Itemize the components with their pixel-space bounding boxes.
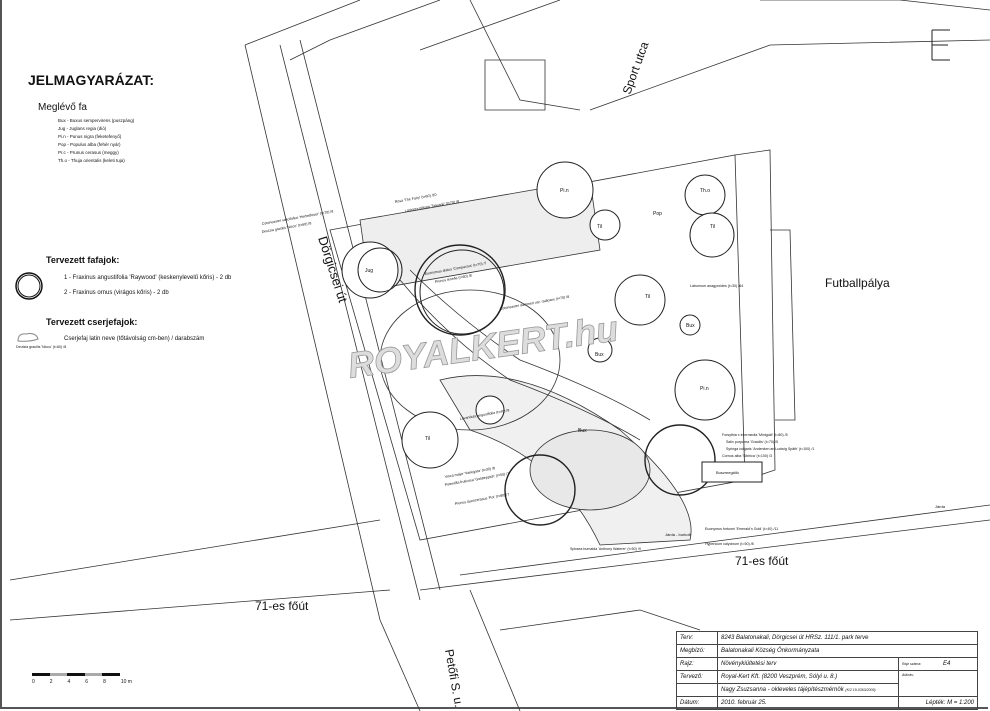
tree-symbol: [689, 212, 735, 258]
scale-tick: 0: [32, 679, 35, 685]
tree-label: Bux: [686, 323, 695, 329]
tree-symbol: [684, 174, 726, 216]
street-sport: Sport utca: [620, 40, 652, 96]
label: Rajz:: [676, 657, 718, 671]
north-arrow-icon: [931, 29, 950, 61]
tree-label: Pi.n: [700, 386, 709, 392]
plant-label: Salix purpurea 'Gracilis' (t=70) /5: [726, 440, 778, 444]
tree-label: Til: [597, 224, 602, 230]
plant-label: Rosa 'The Fairy' (t=60) /10: [394, 193, 436, 204]
scale-tick: 4: [67, 679, 71, 685]
legend: JELMAGYARÁZAT: Meglévő fa Bux - Buxus se…: [28, 72, 154, 165]
label: Tervező:: [676, 670, 718, 684]
designer-company: Royal-Kert Kft. (8200 Veszprém, Sólyi u.…: [717, 670, 899, 684]
list-item: Pi.n - Punus nigra (feketefenyő): [58, 134, 122, 139]
label: Terv:: [676, 631, 718, 645]
scale-tick: 6: [85, 679, 89, 685]
street-71-right: 71-es főút: [735, 554, 789, 568]
existing-trees-heading: Meglévő fa: [38, 102, 87, 113]
planned-tree: [419, 249, 505, 335]
list-item: Th.o - Thuja orientalis (keleti tuja): [58, 158, 125, 163]
title-block: Terv:8243 Balatonakali, Dörgicsei út HRS…: [676, 631, 978, 710]
tree-symbol: [589, 209, 621, 241]
tree-label: Til: [645, 294, 650, 300]
tree-label: Pop: [653, 211, 662, 217]
plant-label: Prunus tenella (t=60) /8: [434, 274, 472, 284]
date: 2010. február 25.: [717, 696, 899, 710]
plant-label: Syringa vulgaris 'Andenken an Ludwig Spä…: [726, 447, 814, 451]
tree-symbol-icon: [15, 272, 43, 300]
tree-label: Til: [710, 224, 715, 230]
designer-reg: (K/2 19-0363/2009): [845, 688, 876, 692]
project-name: 8243 Balatonakali, Dörgicsei út HRSz. 11…: [717, 631, 978, 645]
scale-tick: 10 m: [120, 679, 132, 685]
planned-tree: [414, 244, 506, 336]
sheet-number: E4: [942, 661, 951, 667]
sheet-caption: Rajz száma:: [902, 662, 922, 666]
drawing-type: Növénykiültetési terv: [717, 657, 899, 671]
planned-trees-heading: Tervezett fafajok:: [46, 255, 120, 265]
tree-symbol: [341, 241, 399, 299]
trees: [341, 161, 763, 526]
tree-symbol: [614, 274, 666, 326]
scale-tick: 2: [49, 679, 53, 685]
shrub-symbol-icon: [17, 333, 39, 342]
tree-label: Til: [425, 436, 430, 442]
planned-tree-2: 2 - Fraxinus ornus (virágos kőris) - 2 d…: [64, 290, 169, 296]
tree-label: Bux: [578, 428, 587, 434]
street-petofi: Petőfi S. u.: [442, 648, 466, 708]
plant-label: Prunus laurocerasus 'Pot' (t=80) /7: [454, 492, 509, 506]
tree-symbol: [679, 314, 701, 336]
existing-trees-list: Bux - Buxus sempervirens (puszpáng) Jug …: [58, 117, 154, 165]
plant-label: Laburnum anagyroides (t=30) /64: [690, 284, 743, 288]
label-futballpalya: Futballpálya: [825, 276, 890, 290]
planned-tree: [644, 424, 716, 496]
label: Dátum:: [676, 696, 718, 710]
bus-stop-label: Buszmegálló: [716, 470, 740, 475]
paved-sidewalk-label: Járda - burkolt: [665, 532, 691, 537]
tree-symbol: [401, 411, 459, 469]
tree-label: Pi.n: [560, 188, 569, 194]
drawing-scale: Lépték: M = 1:200: [898, 696, 978, 710]
tree-symbol: [587, 337, 613, 363]
plant-label: Hypericum calycinum (t=50) /8: [705, 542, 754, 546]
list-item: Jug - Juglans regia (dió): [58, 126, 107, 131]
tree-label: Th.o: [700, 188, 710, 194]
street-71-left: 71-es főút: [255, 599, 309, 613]
tree-label: Bux: [595, 352, 604, 358]
tree-symbol: [475, 395, 505, 425]
tree-symbol: [536, 161, 594, 219]
plant-label: Spiraea bumalda 'Anthony Waterer' (t=50)…: [570, 547, 641, 551]
shrub-example: Deutzia gracilis 'Nicco' (t=60) /8: [16, 345, 67, 349]
legend-title: JELMAGYARÁZAT:: [28, 72, 155, 88]
tree-label: Jug: [365, 268, 373, 274]
scale-tick: 8: [103, 679, 106, 685]
planned-shrubs-heading: Tervezett cserjefajok:: [46, 317, 138, 327]
plant-label: Euonymus fortunei 'Emerald'n Gold' (t=40…: [705, 527, 778, 531]
client: Balatonakali Község Önkormányzata: [717, 644, 978, 658]
planned-tree-1: 1 - Fraxinus angustifolia 'Raywood' (kes…: [64, 275, 232, 281]
road-lines: [9, 0, 990, 711]
list-item: Pr.c - Prunus cerasus (meggy): [58, 150, 119, 155]
bus-stop: [701, 461, 763, 483]
planned-trees-legend: Tervezett fafajok: 1 - Fraxinus angustif…: [12, 255, 231, 301]
park-layout: [329, 154, 746, 546]
plant-label: Forsythia x intermedia 'Minigold' (t=80)…: [722, 433, 788, 437]
planned-shrubs-legend: Tervezett cserjefajok: Cserjefaj latin n…: [12, 317, 204, 349]
watermark: ROYALKERT.hu: [345, 307, 620, 385]
scale-bar: 0 2 4 6 8 10 m: [32, 673, 132, 685]
list-item: Bux - Buxus sempervirens (puszpáng): [58, 118, 135, 123]
sidewalk-label: Járda: [935, 504, 946, 509]
planned-tree: [504, 454, 576, 526]
planned-tree: [357, 247, 403, 293]
signature-caption: Aláírás:: [902, 673, 914, 677]
shrub-format: Cserjefaj latin neve (tőtávolság cm-ben)…: [64, 336, 205, 342]
tree-symbol: [674, 359, 736, 421]
label: Megbízó:: [676, 644, 718, 658]
plant-label: Cornus alba 'Sibirica' (t=100) /3: [722, 454, 772, 458]
designer-name: Nagy Zsuzsanna - okleveles tájépítészmér…: [721, 687, 844, 693]
list-item: Pop - Populus alba (fehér nyár): [58, 142, 121, 147]
